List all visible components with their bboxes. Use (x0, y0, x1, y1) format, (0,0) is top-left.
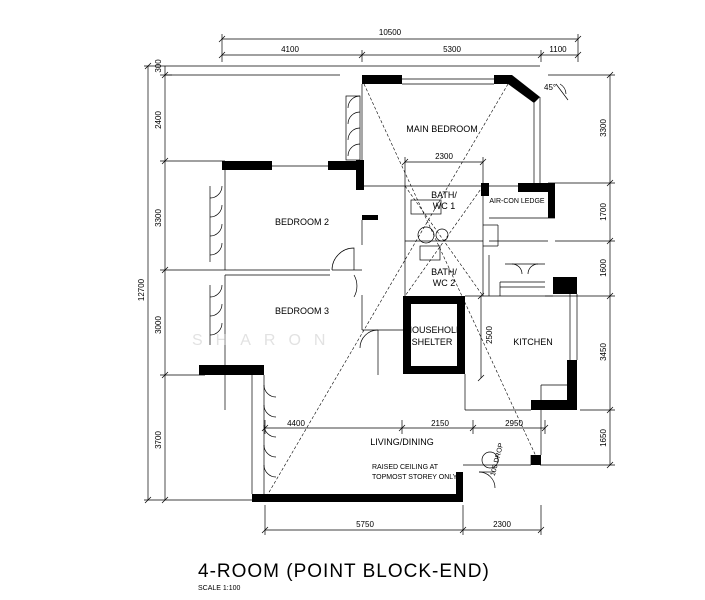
angle-marker (555, 83, 569, 101)
watermark: SHARON (192, 332, 338, 349)
room-bedroom-3: BEDROOM 3 (275, 306, 329, 316)
room-bath-1-line1: BATH/ (431, 190, 457, 200)
room-kitchen: KITCHEN (513, 337, 553, 347)
dim-left-5: 3700 (154, 431, 163, 449)
ceiling-diagonals (267, 83, 541, 495)
dim-inner-2500: 2500 (485, 326, 494, 344)
room-bath-2-line1: BATH/ (431, 267, 457, 277)
dim-inner-2300: 2300 (435, 152, 453, 161)
dim-mid-3: 2950 (505, 419, 523, 428)
dim-right-4: 3450 (599, 343, 608, 361)
dim-mid-2: 2150 (431, 419, 449, 428)
room-main-bedroom: MAIN BEDROOM (406, 124, 478, 134)
room-bedroom-2: BEDROOM 2 (275, 217, 329, 227)
dim-top-total: 10500 (379, 28, 402, 37)
room-shelter-line1: HOUSEHOLD (405, 325, 463, 335)
dim-right-1: 3300 (599, 119, 608, 137)
dim-left-3: 3300 (154, 209, 163, 227)
dim-top-3: 1100 (549, 45, 567, 54)
dim-left-total: 12700 (137, 278, 146, 301)
dim-bottom-2: 2300 (493, 520, 511, 529)
dim-right-3: 1600 (599, 259, 608, 277)
dim-left-2: 2400 (154, 111, 163, 129)
dim-top-2: 5300 (443, 45, 461, 54)
room-living-dining: LIVING/DINING (370, 437, 434, 447)
plan-title: 4-ROOM (POINT BLOCK-END) (198, 561, 490, 582)
room-bath-2-line2: WC 2 (433, 278, 456, 288)
dim-right-2: 1700 (599, 203, 608, 221)
ceiling-note-line1: RAISED CEILING AT (372, 464, 439, 471)
walls (199, 75, 577, 502)
interior-lines (224, 78, 578, 494)
dim-left-1: 300 (154, 59, 163, 73)
plan-scale: SCALE 1:100 (198, 585, 241, 592)
room-bath-1-line2: WC 1 (433, 201, 456, 211)
dim-right-5: 1650 (599, 429, 608, 447)
room-aircon-ledge: AIR-CON LEDGE (489, 198, 545, 205)
dim-bottom-1: 5750 (356, 520, 374, 529)
refuse-chute-label: 100 DROP (490, 442, 506, 477)
dim-mid-1: 4400 (287, 419, 305, 428)
angle-label: 45° (544, 83, 556, 92)
dimension-lines (144, 34, 615, 535)
dim-top-1: 4100 (281, 45, 299, 54)
room-shelter-line2: SHELTER (412, 337, 453, 347)
dim-left-4: 3000 (154, 316, 163, 334)
windows (209, 95, 545, 478)
ceiling-note-line2: TOPMOST STOREY ONLY (372, 474, 458, 481)
